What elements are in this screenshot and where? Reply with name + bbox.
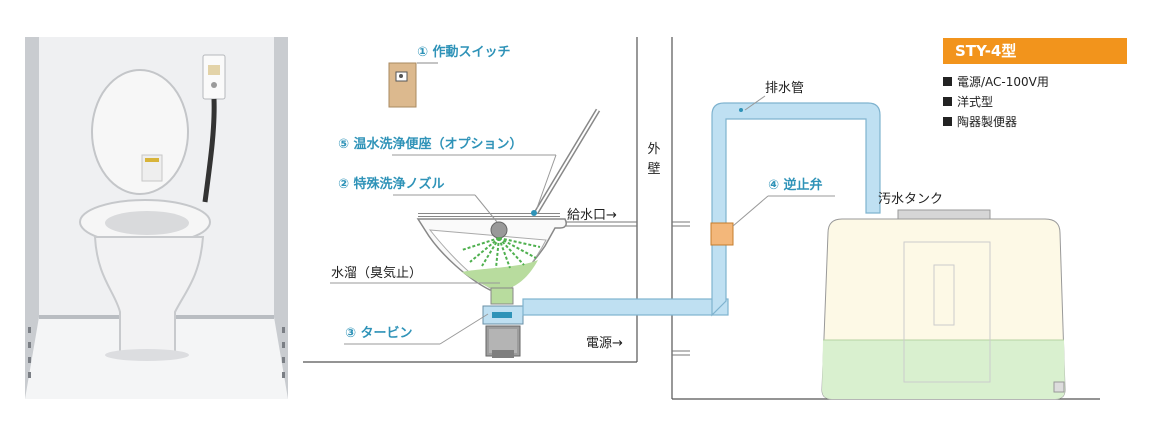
label-drain-pipe: 排水管	[765, 81, 805, 96]
check-valve	[710, 222, 734, 246]
sewage-tank	[821, 209, 1066, 400]
leader-lines	[330, 95, 835, 345]
inlet-pipe	[556, 221, 690, 356]
label-water-inlet: 給水口→	[567, 208, 617, 223]
model-badge: STY-4型	[943, 38, 1127, 64]
drain-pipe	[522, 102, 881, 317]
label-outer-wall: 外 壁	[647, 142, 661, 177]
toilet-photo	[25, 37, 288, 399]
spec-item: 陶器製便器	[943, 113, 1017, 130]
label-water-seal: 水溜（臭気止）	[331, 266, 423, 281]
switch-box	[388, 62, 417, 108]
label-turbine: ③ タービン	[345, 326, 413, 341]
label-bidet-seat: ⑤ 温水洗浄便座（オプション）	[338, 137, 523, 152]
label-check-valve: ④ 逆止弁	[768, 178, 823, 193]
label-tank: 汚水タンク	[878, 192, 944, 207]
label-nozzle: ② 特殊洗浄ノズル	[338, 177, 445, 192]
label-switch: ① 作動スイッチ	[417, 45, 511, 60]
spec-item: 洋式型	[943, 93, 993, 110]
toilet-section	[416, 108, 601, 358]
spec-item: 電源/AC-100V用	[943, 73, 1049, 90]
label-power: 電源→	[586, 336, 623, 351]
